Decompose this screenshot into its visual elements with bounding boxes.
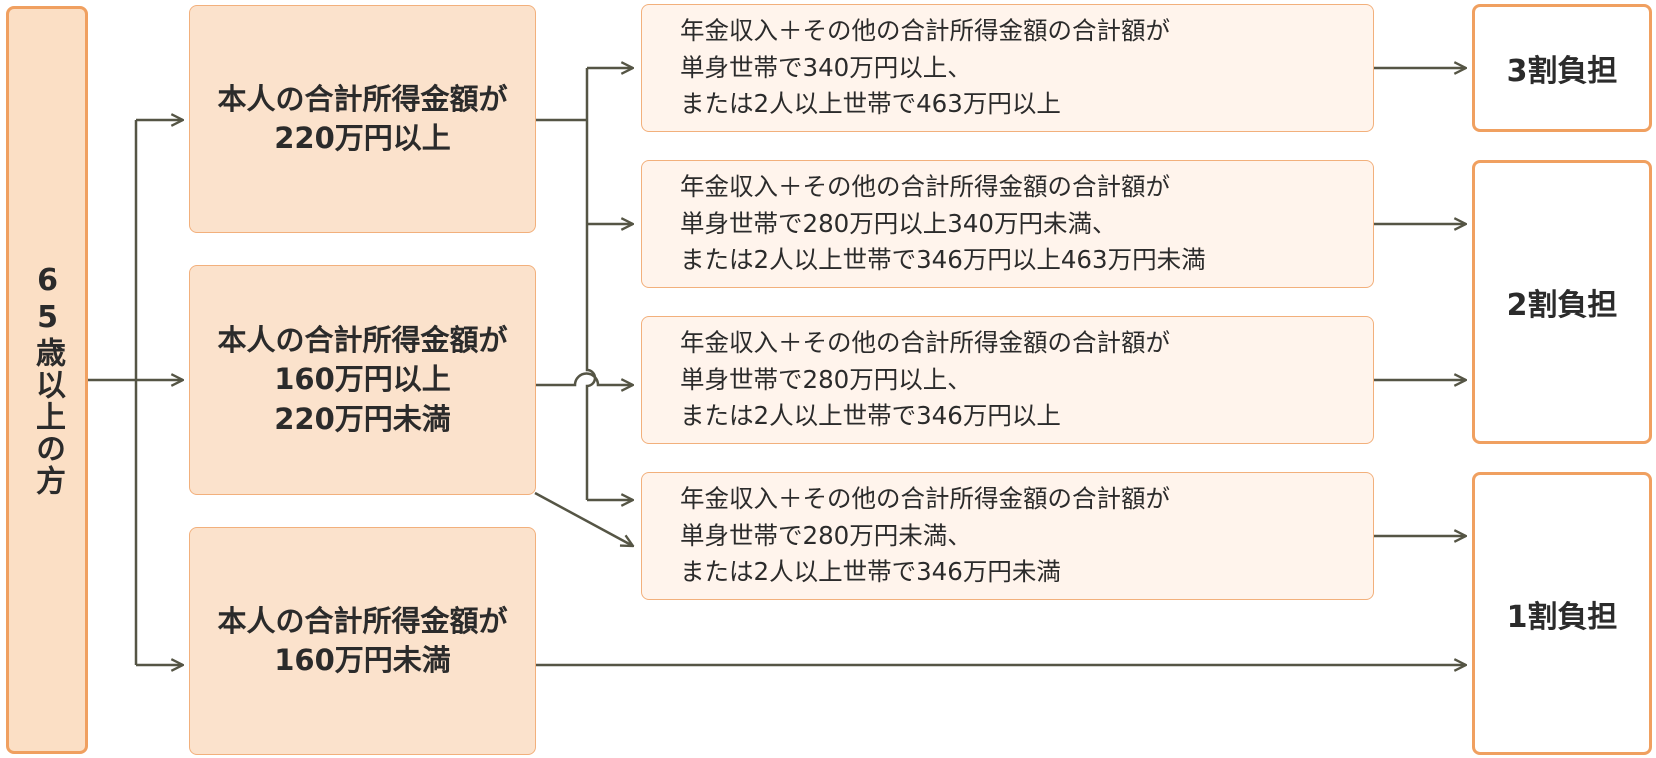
condition-node-3: 本人の合計所得金額が 160万円未満 <box>189 527 536 755</box>
result-node-3wari: 3割負担 <box>1472 4 1652 132</box>
detail-node-4: 年金収入＋その他の合計所得金額の合計額が 単身世帯で280万円未満、 または2人… <box>641 472 1374 600</box>
condition-node-1: 本人の合計所得金額が 220万円以上 <box>189 5 536 233</box>
root-node: 65歳以上の方 <box>6 6 88 754</box>
detail-node-3: 年金収入＋その他の合計所得金額の合計額が 単身世帯で280万円以上、 または2人… <box>641 316 1374 444</box>
condition-node-2: 本人の合計所得金額が 160万円以上 220万円未満 <box>189 265 536 495</box>
result-node-1wari: 1割負担 <box>1472 472 1652 755</box>
connector-cond1-vertical <box>585 68 597 500</box>
arrow-cond2-detail3 <box>535 372 633 385</box>
detail-node-1: 年金収入＋その他の合計所得金額の合計額が 単身世帯で340万円以上、 または2人… <box>641 4 1374 132</box>
detail-node-2: 年金収入＋その他の合計所得金額の合計額が 単身世帯で280万円以上340万円未満… <box>641 160 1374 288</box>
arrow-cond2-detail4 <box>534 491 633 546</box>
result-node-2wari: 2割負担 <box>1472 160 1652 444</box>
root-label: 65歳以上の方 <box>30 263 65 497</box>
